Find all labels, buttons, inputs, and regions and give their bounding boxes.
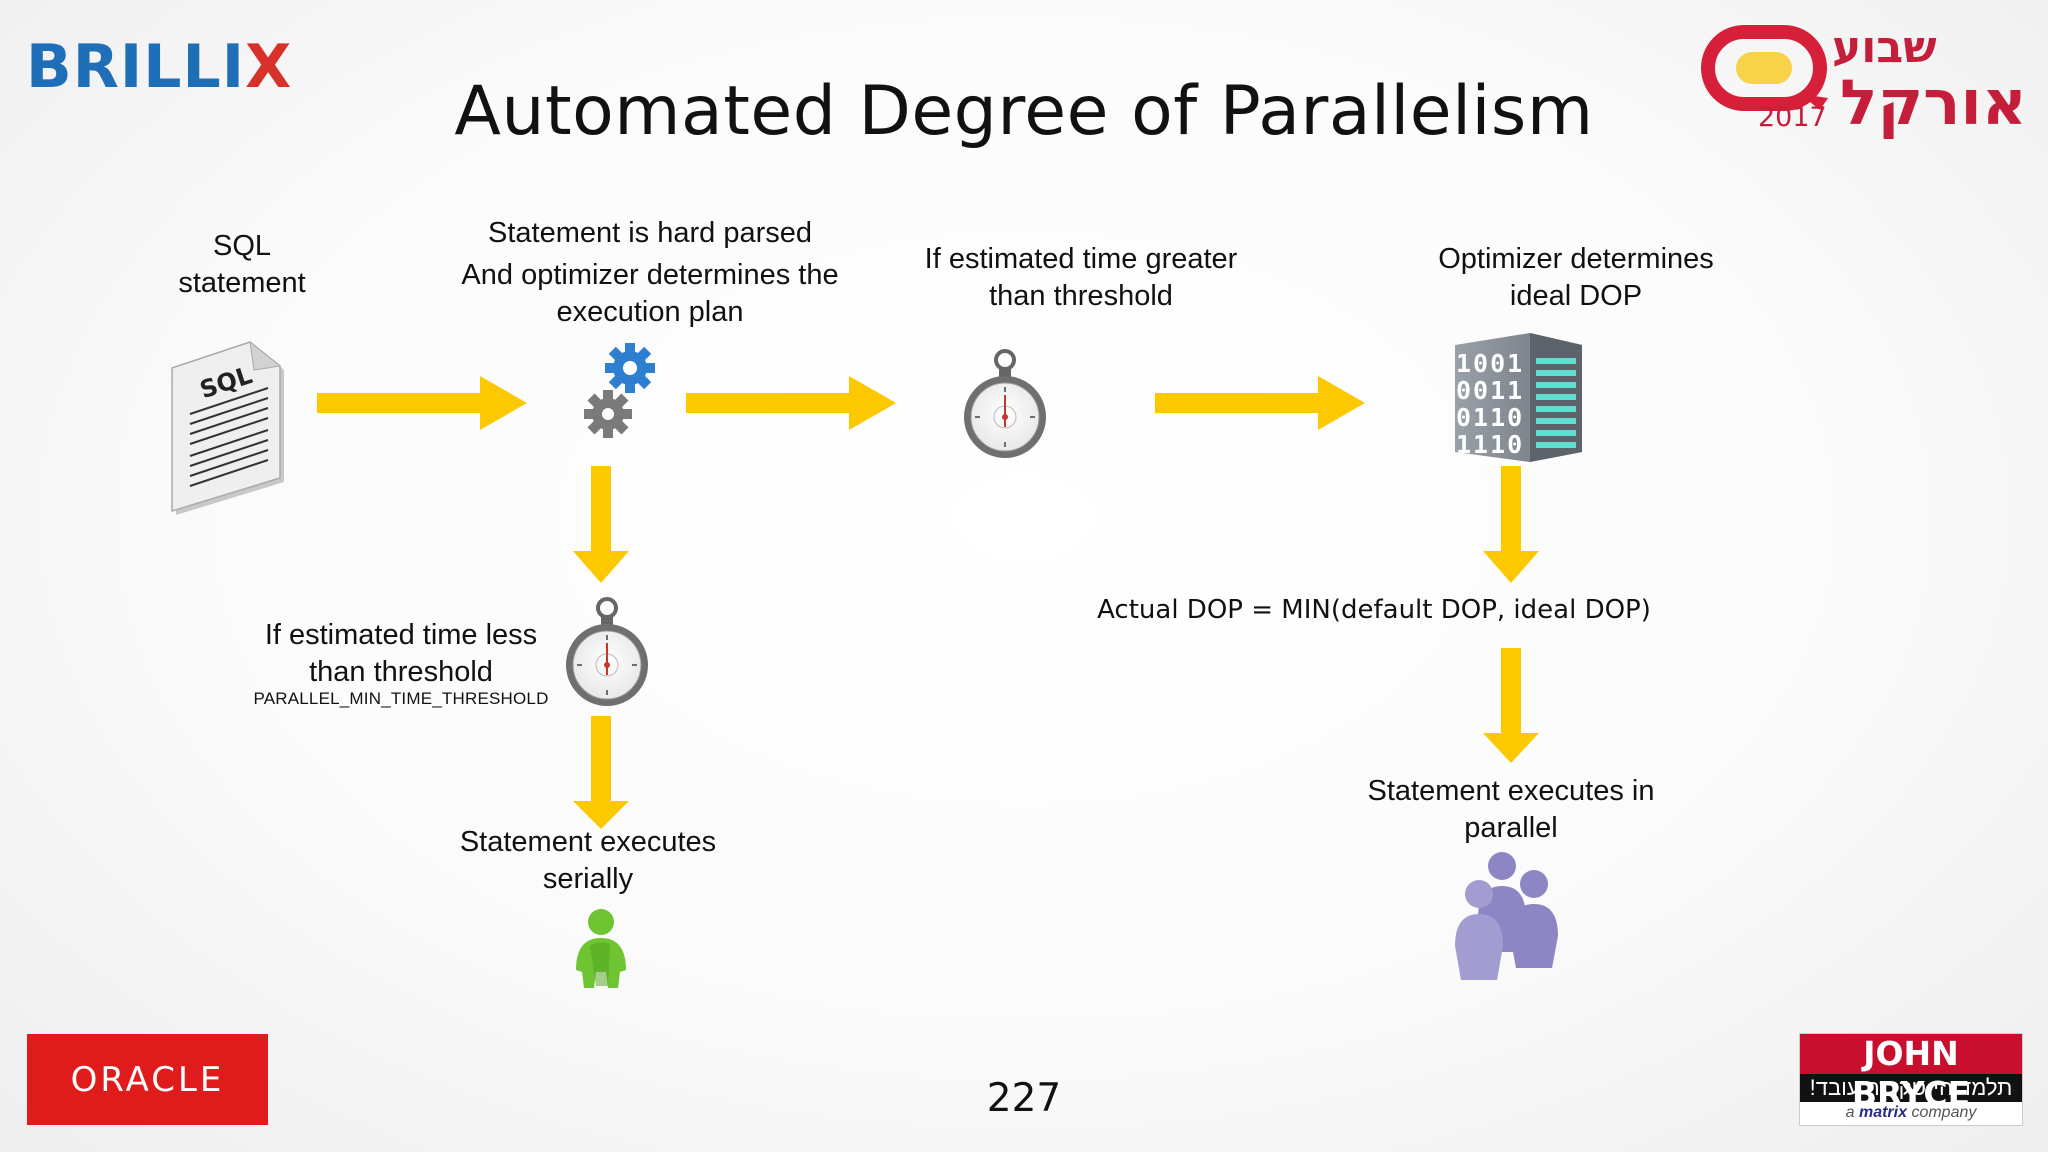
john-bryce-name: JOHN BRYCE (1800, 1034, 2022, 1113)
time-greater-line2: than threshold (989, 280, 1173, 312)
time-greater-label: If estimated time greater than threshold (881, 241, 1281, 315)
hard-parse-line2: And optimizer determines the (461, 259, 839, 291)
hard-parse-line3: execution plan (556, 296, 744, 328)
single-person-icon (576, 909, 626, 988)
arrow-threshold-to-dop (1155, 376, 1365, 430)
tagline-prefix: a (1845, 1104, 1859, 1121)
user-group-icon (1455, 852, 1558, 980)
ideal-dop-line2: ideal DOP (1509, 280, 1643, 312)
binary-row-3: 0110 (1456, 403, 1524, 432)
sql-statement-label: SQL statement (152, 228, 332, 302)
slide-title: Automated Degree of Parallelism (454, 72, 1594, 151)
arrow-formula-down (1483, 648, 1539, 763)
page-number: 227 (986, 1076, 1062, 1121)
serial-exec-line2: serially (542, 863, 634, 895)
hard-parse-label: Statement is hard parsed And optimizer d… (440, 215, 860, 331)
arrow-dop-down (1483, 466, 1539, 583)
hard-parse-line1: Statement is hard parsed (487, 217, 812, 249)
tagline-suffix: company (1907, 1104, 1977, 1121)
time-less-line1: If estimated time less (264, 619, 538, 651)
binary-building-icon: 1001 0011 0110 1110 (1455, 333, 1582, 462)
parallel-exec-line2: parallel (1464, 812, 1558, 844)
sql-statement-line1: SQL (212, 230, 272, 262)
parallel-exec-label: Statement executes in parallel (1331, 773, 1691, 847)
oracle-week-heb1: שבוע (1832, 22, 1937, 73)
john-bryce-logo: JOHN BRYCE תלמד הי-טק. זה עובד! a matrix… (1799, 1033, 2023, 1126)
sql-statement-line2: statement (178, 267, 306, 299)
arrow-parse-to-threshold (686, 376, 896, 430)
time-less-line2: than threshold (309, 656, 493, 688)
binary-row-2: 0011 (1456, 376, 1524, 405)
parallel-exec-line1: Statement executes in (1367, 775, 1655, 807)
brillix-logo: BRILLIX (26, 32, 292, 102)
oracle-week-year: 2017 (1758, 102, 1827, 133)
time-less-label: If estimated time less than threshold (231, 617, 571, 691)
stopwatch-icon (964, 349, 1046, 458)
brillix-logo-main: BRILLI (26, 32, 246, 102)
john-bryce-tagline: a matrix company (1800, 1102, 2022, 1124)
binary-row-4: 1110 (1456, 430, 1524, 459)
serial-exec-label: Statement executes serially (438, 824, 738, 898)
arrow-less-down (573, 716, 629, 829)
sql-document-icon: SQL (171, 340, 284, 515)
gears-icon (584, 343, 655, 438)
oracle-logo: ORACLE (27, 1034, 268, 1125)
arrow-sql-to-parse (317, 376, 527, 430)
ideal-dop-label: Optimizer determines ideal DOP (1376, 241, 1776, 315)
oracle-week-logo: שבוע אורקל 2017 (1700, 22, 2030, 152)
serial-exec-line1: Statement executes (459, 826, 717, 858)
oracle-week-ring-icon (1701, 25, 1828, 111)
time-greater-line1: If estimated time greater (924, 243, 1238, 275)
tagline-brand: matrix (1858, 1104, 1907, 1121)
john-bryce-slogan: תלמד הי-טק. זה עובד! (1800, 1074, 2022, 1102)
arrow-parse-down (573, 466, 629, 583)
ideal-dop-line1: Optimizer determines (1438, 243, 1714, 275)
actual-dop-formula: Actual DOP = MIN(default DOP, ideal DOP) (1097, 595, 1651, 625)
stopwatch-small-icon (566, 597, 648, 706)
binary-row-1: 1001 (1456, 349, 1524, 378)
brillix-logo-x: X (245, 32, 293, 102)
min-time-threshold-param: PARALLEL_MIN_TIME_THRESHOLD (253, 689, 549, 708)
oracle-week-heb2: אורקל (1840, 66, 2027, 139)
